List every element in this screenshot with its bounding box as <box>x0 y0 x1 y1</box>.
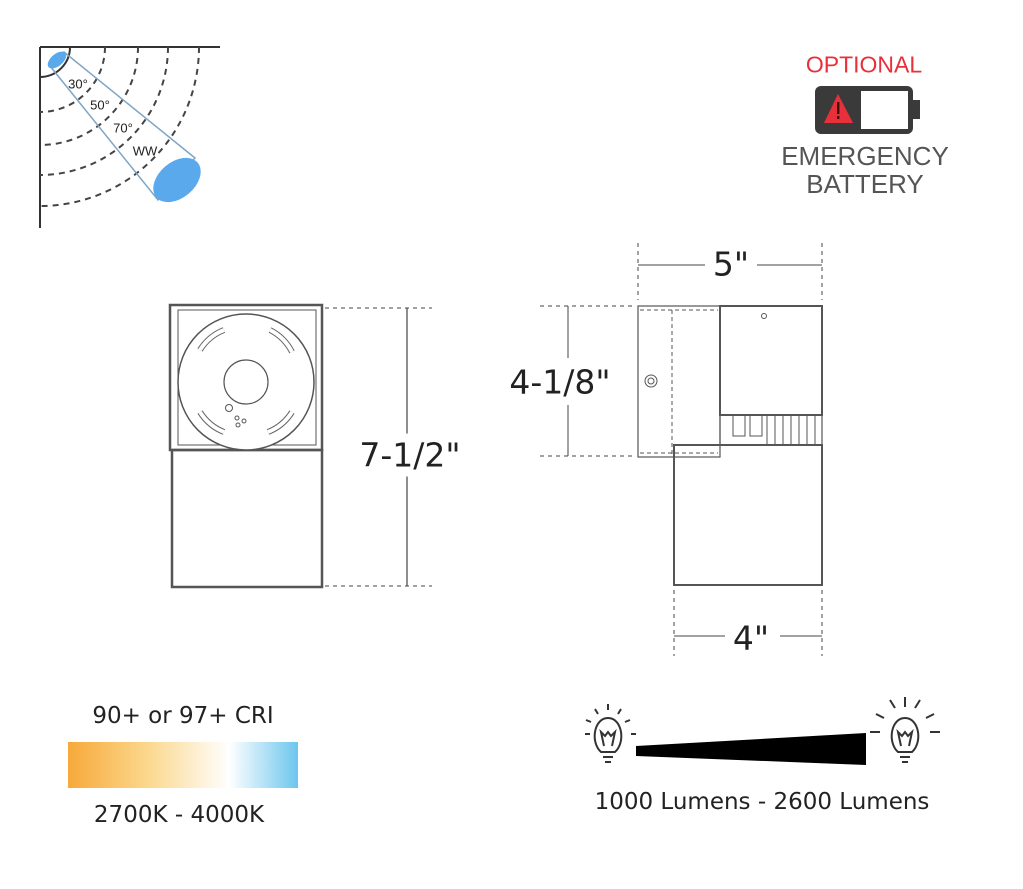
front-view-drawing <box>168 303 432 589</box>
lumen-range-wedge <box>636 733 866 765</box>
beam-angle-50: 50° <box>90 97 110 113</box>
beam-angle-ww: WW <box>132 143 158 159</box>
side-width-dimension: 5" <box>712 244 750 284</box>
battery-line: BATTERY <box>806 169 924 199</box>
head-height-dimension: 4-1/8" <box>509 362 611 402</box>
front-height-dimension: 7-1/2" <box>359 433 461 477</box>
light-bulb-icon <box>870 697 940 763</box>
optional-label: OPTIONAL <box>805 51 923 78</box>
beam-angle-70: 70° <box>113 120 133 136</box>
light-bulb-icon <box>585 704 636 763</box>
emergency-line: EMERGENCY <box>781 141 949 171</box>
color-temperature-range: 2700K - 4000K <box>93 802 265 828</box>
lumens-range: 1000 Lumens - 2600 Lumens <box>594 789 930 815</box>
battery-warning-icon <box>815 86 920 134</box>
color-temperature-gradient-bar <box>68 742 298 788</box>
beam-angle-30: 30° <box>68 76 88 92</box>
beam-angle-diagram <box>39 46 220 228</box>
cylinder-diameter-dimension: 4" <box>732 618 770 658</box>
side-view-drawing <box>540 243 823 656</box>
emergency-battery-label: EMERGENCY BATTERY <box>781 142 949 198</box>
cri-label: 90+ or 97+ CRI <box>92 703 274 729</box>
